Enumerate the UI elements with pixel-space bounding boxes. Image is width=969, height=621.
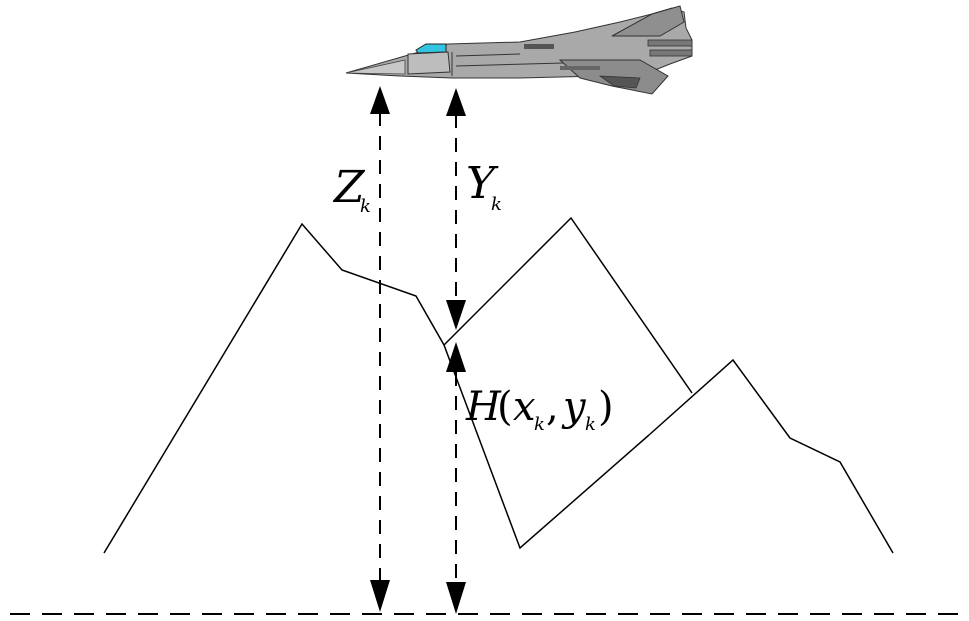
label-z-sub: k — [360, 196, 371, 217]
label-h-x-sub: k — [534, 414, 545, 435]
terrain-right-mountain — [648, 358, 894, 554]
terrain-left-mountain — [103, 222, 650, 554]
jet-nozzle — [647, 39, 693, 47]
z-k-arrowhead-bottom — [370, 580, 390, 612]
y-k-arrowhead-bottom — [446, 300, 466, 330]
h-arrow — [446, 342, 466, 614]
jet-canopy — [415, 43, 447, 54]
h-arrowhead-top — [446, 342, 466, 372]
label-h-y: y — [561, 384, 587, 430]
label-h-y-sub: k — [585, 414, 596, 435]
label-z-main: Z — [332, 162, 366, 213]
label-h-func: H — [465, 384, 502, 430]
label-h-open-paren: ( — [497, 384, 513, 430]
jet-tail-fin — [611, 5, 685, 37]
jet-nose — [345, 59, 406, 75]
h-arrowhead-bottom — [446, 582, 466, 614]
label-y-k: Y k — [466, 158, 502, 215]
y-k-arrow — [446, 88, 466, 330]
z-k-arrow — [370, 86, 390, 612]
label-h-close-paren: ) — [598, 384, 614, 430]
label-h-comma: , — [546, 384, 559, 430]
label-y-sub: k — [491, 194, 502, 215]
label-y-main: Y — [466, 158, 499, 209]
label-z-k: Z k — [332, 162, 371, 217]
label-h-x: x — [513, 384, 536, 430]
jet-cockpit-frame — [407, 51, 451, 75]
jet-detail — [560, 66, 600, 70]
terrain-middle-mountain — [443, 216, 693, 394]
jet-aircraft — [345, 5, 693, 95]
jet-panel-line — [455, 53, 521, 57]
y-k-arrowhead-top — [446, 88, 466, 116]
jet-nozzle — [649, 49, 693, 57]
jet-detail — [524, 44, 554, 49]
jet-ventral — [598, 75, 641, 89]
z-k-arrowhead-top — [370, 86, 390, 114]
label-h-xk-yk: H ( x k , y k ) — [465, 384, 614, 435]
